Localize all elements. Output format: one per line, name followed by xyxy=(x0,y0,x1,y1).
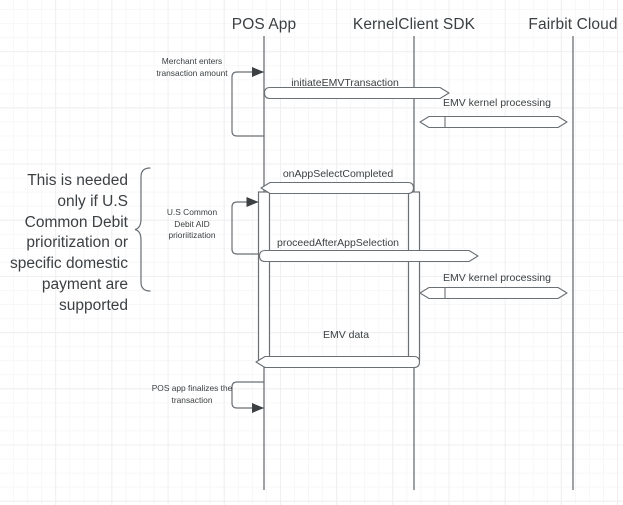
activation-bar-pos xyxy=(257,191,271,361)
self-loop-pos-finalizes xyxy=(231,381,264,413)
note-pos-app-finalizes-transaction[interactable]: POS app finalizes the transaction xyxy=(151,383,233,405)
message-arrow-initiateEMVTransaction xyxy=(263,86,450,100)
self-loop-merchant-enters-amount xyxy=(231,67,264,137)
message-arrow-emv-kernel-processing-2 xyxy=(419,286,568,300)
activation-bar-kernel xyxy=(407,191,421,361)
note-us-common-debit-aid-prioritization[interactable]: U.S Common Debit AID prioriitization xyxy=(166,207,218,241)
lifeline-title-pos-app[interactable]: POS App xyxy=(231,16,297,33)
message-label-emv-kernel-processing-2[interactable]: EMV kernel processing xyxy=(443,272,551,284)
message-arrow-emv-kernel-processing-1 xyxy=(419,115,568,129)
message-arrow-onAppSelectCompleted xyxy=(260,181,415,195)
note-merchant-enters-transaction-amount[interactable]: Merchant enters transaction amount xyxy=(156,56,228,78)
message-label-initiateEMVTransaction[interactable]: initiateEMVTransaction xyxy=(291,77,399,89)
lifeline-title-fairbit-cloud[interactable]: Fairbit Cloud xyxy=(528,16,618,33)
lifeline-title-kernelclient-sdk[interactable]: KernelClient SDK xyxy=(352,16,476,33)
message-label-onAppSelectCompleted[interactable]: onAppSelectCompleted xyxy=(282,168,394,180)
note-curly-brace xyxy=(134,167,151,292)
note-conditional-us-common-debit[interactable]: This is needed only if U.S Common Debit … xyxy=(9,172,128,314)
message-label-emv-data[interactable]: EMV data xyxy=(322,329,370,341)
self-loop-us-common-debit-aid xyxy=(231,197,259,255)
message-arrow-emv-data xyxy=(255,355,421,369)
message-arrow-proceedAfterAppSelection xyxy=(258,249,479,263)
message-label-emv-kernel-processing-1[interactable]: EMV kernel processing xyxy=(443,97,551,109)
message-label-proceedAfterAppSelection[interactable]: proceedAfterAppSelection xyxy=(277,237,399,249)
